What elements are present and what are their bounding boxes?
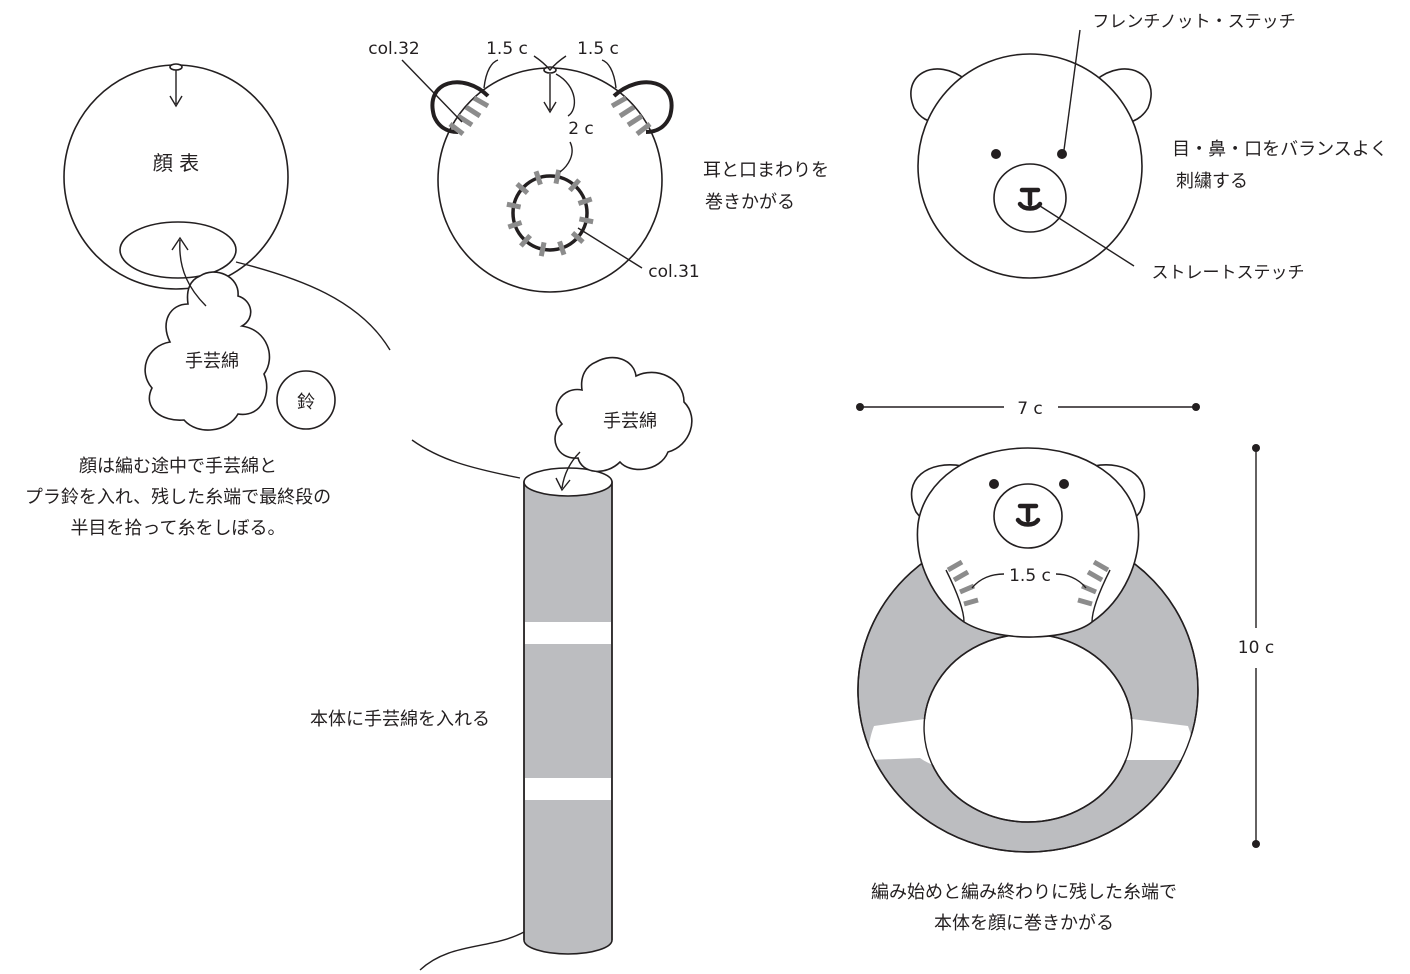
stuffing-label: 手芸綿 (603, 411, 657, 432)
down-label: 2 c (568, 119, 594, 139)
stuffing-label: 手芸綿 (185, 351, 239, 372)
mouth-stitch (557, 240, 567, 256)
down-bracket (555, 73, 576, 117)
left-ear (430, 80, 490, 134)
ear-color-label: col.32 (368, 39, 420, 59)
left-ear-stitches (448, 95, 490, 136)
mouth-ring-stitches (506, 169, 594, 257)
step1-caption-line3: 半目を拾って糸をしぼる。 (70, 518, 285, 539)
stuffing-cloud (554, 356, 693, 473)
mouth-stitch (577, 196, 593, 206)
ring-white-band (868, 718, 1196, 779)
face-opening (119, 221, 237, 279)
mouth-stitch (507, 220, 523, 230)
right-eye (1059, 479, 1069, 489)
white-band-1 (525, 622, 611, 644)
step3-embroidery: フレンチノット・ステッチ ストレートステッチ 目・鼻・口をバランスよく 刺繍する (910, 12, 1388, 283)
left-eye (989, 479, 999, 489)
gap-bracket-center (533, 55, 567, 72)
french-knot-label: フレンチノット・ステッチ (1092, 12, 1295, 32)
mouth-color-label: col.31 (648, 262, 700, 282)
left-gap-bracket (483, 59, 499, 89)
gap-label: 1.5 c (1009, 566, 1051, 586)
right-ear-stitches (610, 95, 652, 136)
bell-label: 鈴 (297, 392, 315, 413)
left-join-stitches (946, 559, 979, 607)
step1-face-stuffing: 顔 表 手芸綿 鈴 顔は編む途中で手芸綿と プラ鈴を入れ、残した糸端で最終段の … (25, 63, 391, 539)
body-tube (523, 481, 613, 955)
insert-arrow-icon (555, 451, 581, 492)
yarn-tail-bottom (419, 931, 525, 971)
right-gap-label: 1.5 c (577, 39, 619, 59)
right-eye (1057, 149, 1067, 159)
mouth-stitch (533, 170, 543, 186)
mouth-color-leader (577, 227, 643, 269)
step5-caption-line2: 本体を顔に巻きかがる (934, 913, 1114, 934)
nose-mouth-stitch (1017, 187, 1043, 211)
white-band-2 (525, 778, 611, 800)
step5-caption-line1: 編み始めと編み終わりに残した糸端で (871, 882, 1177, 903)
step4-caption: 本体に手芸綿を入れる (310, 709, 490, 730)
step1-caption-line1: 顔は編む途中で手芸綿と (79, 456, 277, 477)
bell (276, 370, 336, 430)
mouth-stitch (553, 169, 562, 185)
yarn-start-marker (169, 63, 183, 71)
down-arrow-icon (543, 74, 557, 114)
step2-caption-line1: 耳と口まわりを (703, 160, 829, 181)
straight-stitch-leader (1039, 205, 1135, 267)
step5-finished-rattle: 7 c 10 c (856, 399, 1274, 934)
width-label: 7 c (1017, 399, 1043, 419)
left-gap-label: 1.5 c (486, 39, 528, 59)
yarn-tail-top (411, 439, 521, 479)
insert-arrow-icon (171, 236, 207, 307)
french-knot-leader (1063, 29, 1081, 151)
step2-caption-line2: 巻きかがる (705, 192, 795, 213)
left-eye (991, 149, 1001, 159)
mouth-stitch (538, 241, 547, 257)
mouth-stitch (570, 230, 585, 245)
mouth-stitch (515, 181, 530, 196)
straight-stitch-label: ストレートステッチ (1152, 263, 1305, 283)
nose-mouth-stitch (1015, 503, 1041, 527)
step1-caption-line2: プラ鈴を入れ、残した糸端で最終段の (25, 487, 331, 508)
right-gap-bracket (601, 59, 617, 89)
right-ear (612, 80, 674, 134)
height-label: 10 c (1238, 638, 1274, 658)
yarn-tail (235, 261, 391, 351)
mouth-stitch (506, 201, 522, 210)
step3-caption-line1: 目・鼻・口をバランスよく (1172, 139, 1388, 160)
mouth-stitch (567, 178, 582, 193)
stuffing-cloud (144, 271, 271, 431)
mouth-stitch (578, 216, 594, 225)
step2-ears-mouth: 1.5 c 1.5 c 2 c col.32 col.31 耳と口まわりを 巻き… (368, 39, 829, 293)
step3-caption-line2: 刺繍する (1176, 171, 1248, 192)
mouth-ring (511, 174, 589, 252)
down-bracket-lower (559, 141, 573, 173)
face-label: 顔 表 (153, 151, 199, 175)
mouth-stitch (518, 233, 533, 248)
down-arrow-icon (169, 70, 183, 108)
step4-body-stuffing: 手芸綿 本体に手芸綿を入れる (310, 356, 693, 971)
ear-color-leader (401, 59, 463, 123)
